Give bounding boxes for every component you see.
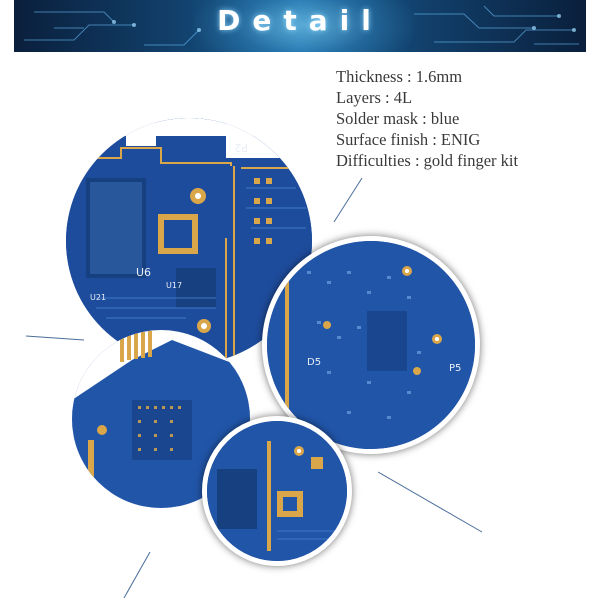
label-u6: U6: [136, 266, 151, 279]
pcb-detail-circle-2: D5 P5: [262, 236, 480, 454]
spec-solder-mask: Solder mask : blue: [336, 109, 460, 128]
leader-line-2: [25, 335, 85, 341]
gold-finger-contacts: [120, 331, 152, 362]
detail-banner: Detail: [14, 0, 586, 52]
label-p5: P5: [449, 363, 461, 374]
spec-surface-finish: Surface finish : ENIG: [336, 130, 481, 149]
spec-layers: Layers : 4L: [336, 88, 413, 107]
spec-thickness: Thickness : 1.6mm: [336, 67, 463, 86]
label-u21: U21: [90, 293, 106, 302]
pcb-closeup-2: D5 P5: [267, 241, 475, 449]
circuit-pattern: [24, 5, 579, 46]
bga-grid: [86, 178, 146, 278]
banner-title: Detail: [217, 4, 383, 37]
label-d5: D5: [307, 357, 321, 368]
spec-difficulties: Difficulties : gold finger kit: [336, 151, 519, 170]
spec-list: Thickness : 1.6mm Layers : 4L Solder mas…: [336, 66, 518, 171]
leader-line-4: [123, 551, 151, 599]
label-p2: P2: [234, 141, 248, 154]
pcb-closeup-4: [207, 421, 347, 561]
label-u17: U17: [166, 281, 182, 290]
pcb-detail-circle-4: [202, 416, 352, 566]
banner-glow: [194, 0, 414, 52]
leader-line-1: [333, 177, 363, 223]
leader-line-3: [377, 471, 483, 533]
